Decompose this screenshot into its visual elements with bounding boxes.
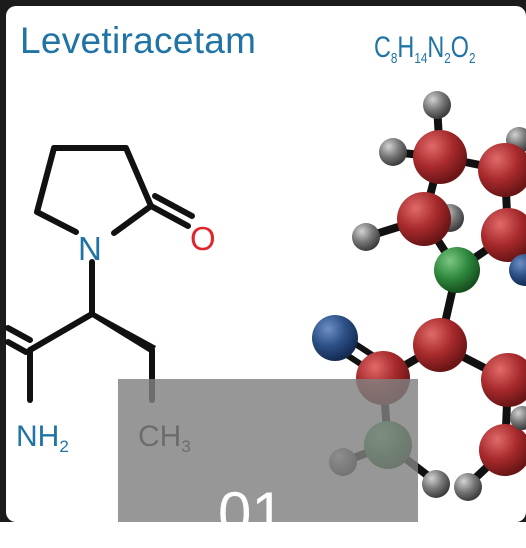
amine-symbol: NH bbox=[16, 420, 59, 453]
amine-label: NH2 bbox=[16, 420, 69, 456]
pyrrolidone-ring bbox=[34, 145, 154, 236]
carbon-atom bbox=[397, 192, 451, 246]
carbon-atom bbox=[481, 208, 526, 262]
carbon-atom bbox=[478, 143, 526, 197]
formula-hydrogen-count: 14 bbox=[414, 50, 428, 67]
oxygen-atom bbox=[312, 315, 358, 361]
molecule-title: Levetiracetam bbox=[20, 20, 257, 61]
molecular-formula: C8H14N2O2 bbox=[374, 31, 475, 67]
hydrogen-atom bbox=[379, 138, 407, 166]
wedge-bond bbox=[92, 311, 156, 354]
carbon-atom bbox=[479, 424, 526, 476]
hydrogen-atom bbox=[454, 473, 482, 501]
hydrogen-atom bbox=[510, 406, 526, 430]
hydrogen-atom bbox=[352, 223, 380, 251]
formula-nitrogen-count: 2 bbox=[444, 50, 451, 67]
hydrogen-atom bbox=[423, 91, 451, 119]
carbonyl-bond-2 bbox=[152, 193, 195, 219]
step-overlay: 01 bbox=[118, 379, 418, 547]
formula-carbon-count: 8 bbox=[390, 50, 398, 67]
hydrogen-atom bbox=[422, 470, 450, 498]
amide-carbonyl-bond-2 bbox=[5, 339, 29, 355]
formula-nitrogen: N bbox=[427, 31, 445, 64]
ring-nitrogen-label: N bbox=[78, 230, 102, 267]
formula-carbon: C bbox=[374, 31, 391, 64]
carbon-atom bbox=[413, 318, 467, 372]
oxygen-atom bbox=[509, 254, 526, 286]
amine-subscript: 2 bbox=[59, 437, 68, 456]
skeletal-formula bbox=[5, 145, 195, 403]
formula-hydrogen: H bbox=[397, 31, 415, 64]
bond-alpha-to-amide bbox=[27, 311, 95, 353]
amide-carbonyl-bond-1 bbox=[5, 325, 33, 343]
carbon-atom bbox=[481, 353, 526, 407]
carbon-atom bbox=[413, 130, 467, 184]
formula-oxygen: O bbox=[450, 31, 469, 64]
nitrogen-atom bbox=[434, 247, 480, 293]
formula-oxygen-count: 2 bbox=[468, 50, 476, 67]
carbonyl-oxygen-label: O bbox=[190, 220, 216, 257]
step-number: 01 bbox=[218, 480, 285, 547]
carbonyl-bond-1 bbox=[148, 203, 191, 229]
